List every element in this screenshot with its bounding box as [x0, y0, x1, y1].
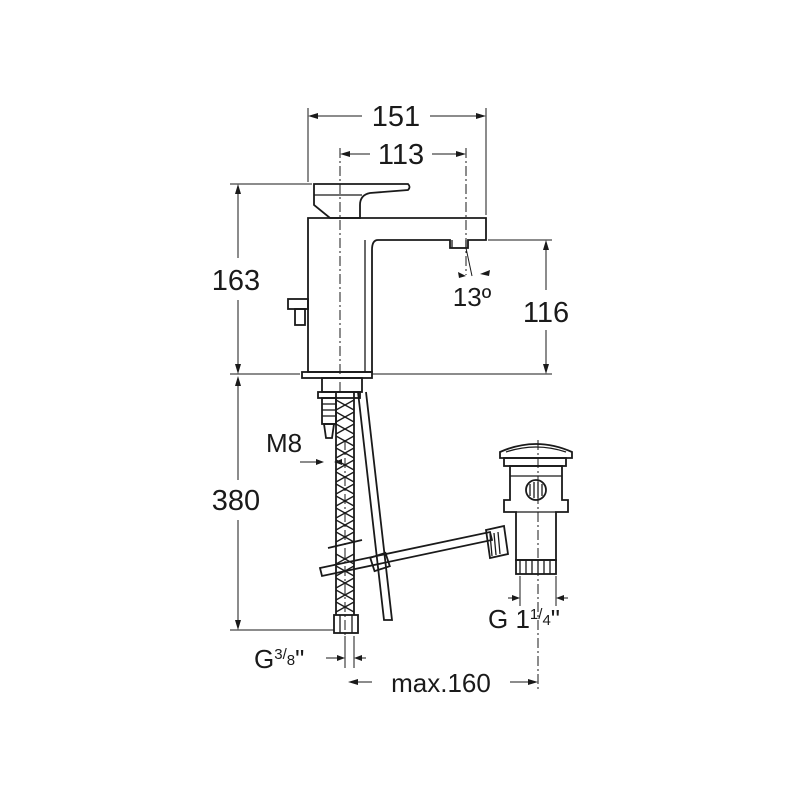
popup-waste: [484, 443, 573, 575]
popup-rod-knob: [287, 298, 309, 326]
lever-handle: [313, 183, 411, 219]
dimension-labels: 151 113 163 116 13º 380 M8 G 11/4" G3/8"…: [212, 101, 569, 698]
hose-thread-numerator: 3: [274, 646, 282, 663]
dim-spout-angle: 13º: [453, 282, 492, 312]
waste-thread-suffix: ": [551, 604, 560, 634]
waste-thread-prefix: G 1: [488, 604, 530, 634]
dim-stud-thread: M8: [266, 428, 302, 458]
hose-thread-prefix: G: [254, 644, 274, 674]
waste-thread-denominator: 4: [542, 612, 550, 629]
waste-thread-numerator: 1: [530, 606, 538, 623]
aerator: [451, 240, 467, 249]
dim-spout-height: 116: [523, 297, 569, 329]
dimension-lines: [230, 108, 568, 685]
dim-hose-length: 380: [212, 485, 260, 517]
dim-waste-thread: G 11/4": [488, 604, 560, 634]
dim-total-width: 151: [372, 101, 420, 133]
center-lines: [339, 148, 539, 690]
mounting-nut: [317, 377, 363, 439]
popup-rods: [318, 391, 494, 621]
hose-thread-denominator: 8: [287, 652, 295, 669]
dim-total-height: 163: [212, 265, 260, 297]
dim-hose-thread: G3/8": [254, 644, 304, 674]
dim-spout-reach: 113: [378, 139, 424, 171]
hose-thread-suffix: ": [295, 644, 304, 674]
dim-max-distance: max.160: [391, 668, 491, 698]
